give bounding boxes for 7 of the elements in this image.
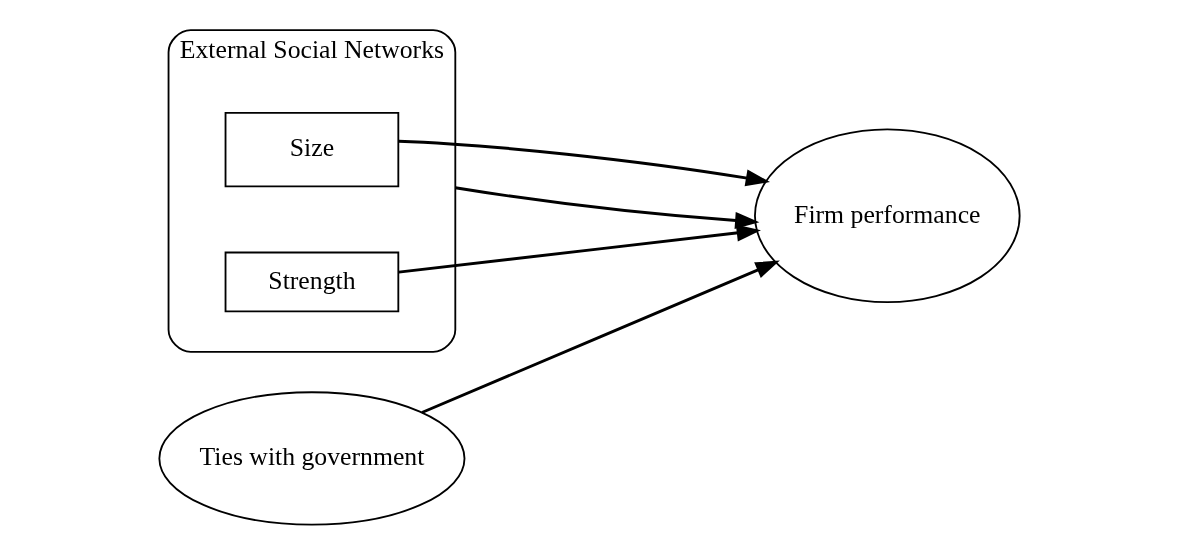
node-box: Size [224, 111, 399, 188]
arrow [398, 224, 761, 274]
node-box: Strength [224, 251, 399, 313]
arrow [398, 139, 770, 187]
arrow [420, 260, 780, 414]
node-ellipse: Ties with government [157, 391, 465, 526]
arrow [454, 186, 759, 229]
